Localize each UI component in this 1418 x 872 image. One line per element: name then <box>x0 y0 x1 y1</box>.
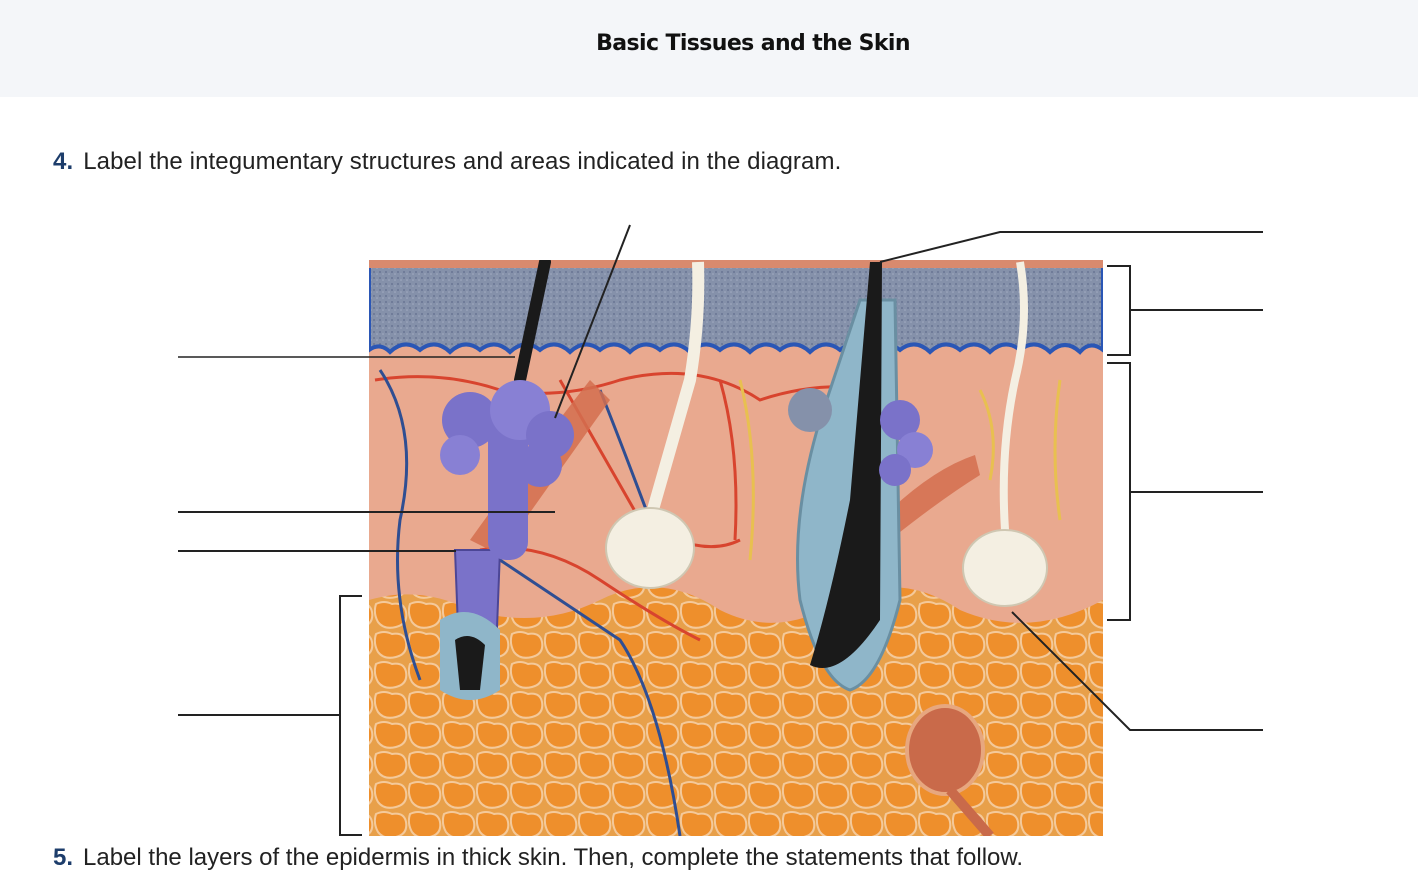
question-text: Label the integumentary structures and a… <box>83 148 842 175</box>
sweat-duct-right <box>999 261 1028 531</box>
question-number: 5. <box>53 844 74 871</box>
hair-bulb-core-left <box>455 636 485 690</box>
sweat-duct-middle <box>644 261 705 522</box>
question-5: 5. Label the layers of the epidermis in t… <box>53 844 1023 872</box>
arrector-pili-muscle-right <box>880 455 980 540</box>
question-number: 4. <box>53 148 74 175</box>
stratum-corneum <box>369 260 1103 268</box>
hair-shaft-right <box>810 262 882 668</box>
sebaceous-gland-right <box>788 388 933 486</box>
corpuscle-nerve <box>946 786 994 836</box>
bracket-epidermis <box>1107 265 1131 356</box>
page-header: Basic Tissues and the Skin <box>0 0 1418 97</box>
question-4: 4. Label the integumentary structures and… <box>53 148 841 176</box>
blood-vessels <box>374 369 1062 836</box>
hair-shaft-left <box>514 260 551 386</box>
bracket-dermis <box>1107 362 1131 621</box>
leader-line-sweat-gland <box>1011 611 1263 731</box>
sebaceous-gland-left <box>440 380 574 560</box>
epidermis-region <box>369 260 1103 355</box>
leader-line-sebaceous <box>554 224 631 419</box>
sweat-gland-right <box>962 529 1048 607</box>
sweat-gland-middle <box>605 507 695 589</box>
page-title: Basic Tissues and the Skin <box>596 31 910 56</box>
skin-block <box>369 260 1103 836</box>
question-text: Label the layers of the epidermis in thi… <box>83 844 1024 871</box>
leader-lines <box>178 224 1263 836</box>
lamellated-corpuscle <box>905 704 985 796</box>
leader-line-hair-shaft <box>879 231 1263 263</box>
bracket-hypodermis <box>339 595 362 836</box>
